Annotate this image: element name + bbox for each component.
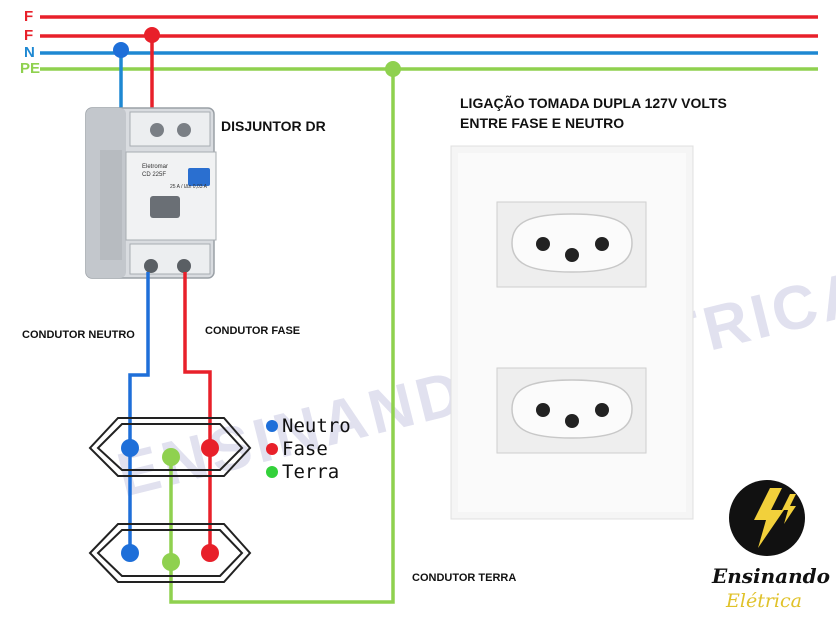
socket-schematic-2	[88, 523, 252, 583]
bus-label-ground: PE	[20, 60, 41, 77]
socket1-ground-terminal	[162, 448, 180, 466]
legend-label-fase: Fase	[282, 437, 328, 460]
breaker-title: DISJUNTOR DR	[221, 118, 326, 134]
logo-line-1: Ensinando	[711, 564, 830, 588]
phase-tap-dot	[144, 27, 160, 43]
socket-title-line-2: ENTRE FASE E NEUTRO	[460, 115, 625, 131]
socket2-neutral-terminal	[121, 544, 139, 562]
legend-label-terra: Terra	[282, 460, 340, 483]
socket2-ground-terminal	[162, 553, 180, 571]
rcd-breaker	[85, 107, 217, 279]
logo-line-2: Elétrica	[725, 590, 802, 612]
legend-dot-terra	[266, 465, 278, 478]
socket1-phase-terminal	[201, 439, 219, 457]
ground-conductor-caption: CONDUTOR TERRA	[412, 572, 517, 584]
legend-label-neutro: Neutro	[282, 414, 351, 437]
phase-conductor-caption: CONDUTOR FASE	[205, 325, 301, 337]
socket-schematic-1	[88, 417, 252, 477]
legend-item-fase: Fase	[266, 437, 351, 460]
neutral-conductor-caption: CONDUTOR NEUTRO	[22, 329, 135, 341]
legend-dot-fase	[266, 442, 278, 455]
bus-label-phase-1: F	[24, 8, 34, 25]
legend-item-terra: Terra	[266, 460, 351, 483]
neutral-wire	[128, 272, 150, 555]
socket-title-line-1: LIGAÇÃO TOMADA DUPLA 127V VOLTS	[460, 95, 727, 111]
legend: Neutro Fase Terra	[266, 414, 351, 483]
breaker-rating: 25 A / IΔn 0,03 A	[170, 184, 208, 190]
legend-dot-neutro	[266, 419, 278, 432]
socket1-neutral-terminal	[121, 439, 139, 457]
legend-item-neutro: Neutro	[266, 414, 351, 437]
bus-label-phase-2: F	[24, 27, 34, 44]
breaker-brand: Eletromar	[142, 164, 168, 170]
breaker-model: CD 225F	[142, 172, 166, 178]
ground-tap-dot	[385, 61, 401, 77]
ensinando-eletrica-logo	[729, 480, 805, 556]
phase-wire	[183, 272, 212, 555]
bus-label-neutral: N	[24, 44, 35, 61]
neutral-tap-dot	[113, 42, 129, 58]
socket2-phase-terminal	[201, 544, 219, 562]
double-socket-plate	[450, 145, 694, 520]
